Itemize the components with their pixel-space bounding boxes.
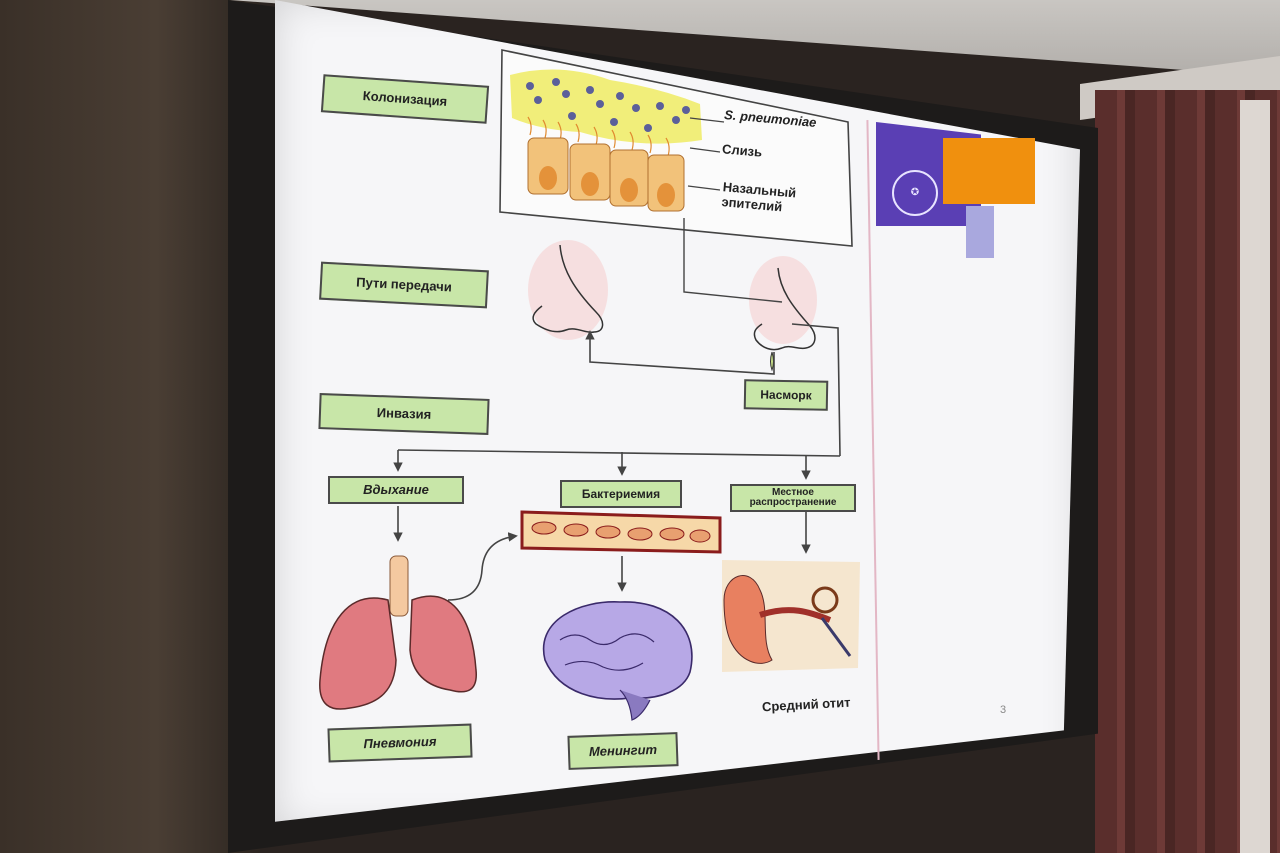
university-emblem-icon: ✪ xyxy=(892,170,938,216)
decor-lavender-block xyxy=(966,206,994,258)
outcome-meningitis-label: Менингит xyxy=(567,732,679,770)
wall-left xyxy=(0,0,260,853)
route-bacteremia-label: Бактериемия xyxy=(560,480,682,508)
outcome-pneumonia-label: Пневмония xyxy=(327,723,473,763)
route-inhalation-label: Вдыхание xyxy=(328,476,464,504)
runny-nose-label: Насморк xyxy=(743,379,829,411)
decor-orange-block xyxy=(943,138,1035,204)
route-local-spread-label: Местное распространение xyxy=(730,484,856,512)
slide-page-number: 3 xyxy=(1000,704,1007,716)
wall-right xyxy=(1240,100,1270,853)
stage-invasion-label: Инвазия xyxy=(318,393,490,435)
